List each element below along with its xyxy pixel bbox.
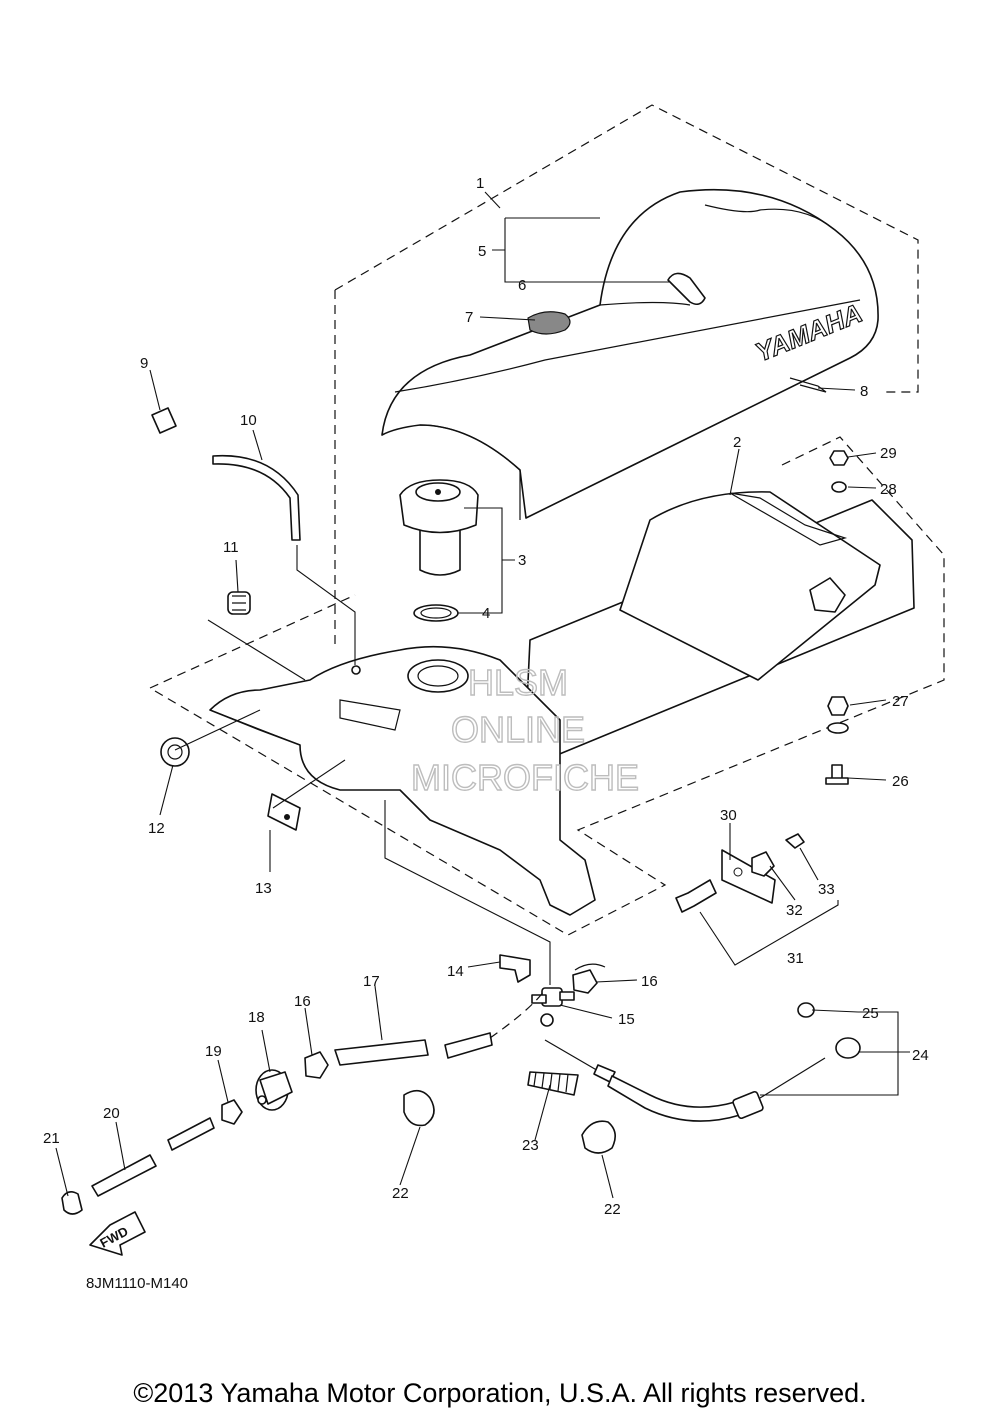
nut-right-ring: [574, 963, 606, 971]
nut-27: [827, 696, 849, 716]
nut-29: [829, 450, 849, 466]
callout-15: 15: [618, 1011, 635, 1028]
callout-5: 5: [478, 243, 486, 260]
callout-10: 10: [240, 412, 257, 429]
cable-nut: [797, 1002, 815, 1018]
band-clip-left: [403, 1089, 435, 1127]
screw-33: [785, 833, 805, 849]
callout-32: 32: [786, 902, 803, 919]
callout-33: 33: [818, 881, 835, 898]
callout-14: 14: [447, 963, 464, 980]
seat-base: [524, 491, 915, 761]
callout-28: 28: [880, 481, 897, 498]
sponge: [527, 311, 571, 335]
callout-4: 4: [482, 605, 490, 622]
nut-left: [304, 1051, 329, 1079]
fuel-hose-dashed: [489, 989, 546, 1039]
callout-22a: 22: [392, 1185, 409, 1202]
callout-12: 12: [148, 820, 165, 837]
washer-28: [831, 481, 847, 493]
grab-strap: [667, 272, 706, 306]
callout-2: 2: [733, 434, 741, 451]
callout-13: 13: [255, 880, 272, 897]
small-cap: [151, 407, 177, 434]
callout-30: 30: [720, 807, 737, 824]
callout-11: 11: [223, 539, 239, 556]
callout-21: 21: [43, 1130, 60, 1147]
fuel-valve: [531, 987, 575, 1027]
hose-clamp: [61, 1190, 83, 1215]
callout-29: 29: [880, 445, 897, 462]
spring: [527, 1071, 579, 1096]
watermark-line-1: HLSM: [468, 662, 568, 703]
inlet-hose-b: [167, 1117, 215, 1151]
caution-label: [267, 793, 301, 831]
choke-cable: [544, 1037, 861, 1122]
seat-clip: [789, 377, 827, 393]
fuel-hose-b: [444, 1032, 493, 1059]
sensor: [675, 879, 717, 913]
washer-27: [827, 722, 849, 734]
callout-16b: 16: [294, 993, 311, 1010]
callout-16a: 16: [641, 973, 658, 990]
grommet-32: [751, 851, 775, 877]
callout-6: 6: [518, 277, 526, 294]
callout-1: 1: [476, 175, 484, 192]
copyright-notice: ©2013 Yamaha Motor Corporation, U.S.A. A…: [133, 1378, 867, 1408]
callouts: 1 2 3 4 5 6 7 8 9 10 11 12 13 14 15 16 1…: [43, 175, 929, 1218]
seat-cushion: [381, 188, 879, 520]
drain-plug: [227, 591, 251, 615]
callout-19: 19: [205, 1043, 222, 1060]
fuel-hose: [334, 1039, 429, 1066]
fwd-arrow: [89, 1211, 146, 1256]
vent-fitting: [351, 665, 361, 675]
callout-31: 31: [787, 950, 804, 967]
valve-bracket: [499, 954, 531, 983]
callout-7: 7: [465, 309, 473, 326]
grommet: [160, 737, 190, 767]
callout-17: 17: [363, 973, 380, 990]
vent-hose: [212, 454, 301, 541]
callout-24: 24: [912, 1047, 929, 1064]
callout-26: 26: [892, 773, 909, 790]
fuel-tank: [209, 645, 596, 916]
fuel-filter: [255, 1069, 293, 1111]
bolt: [825, 764, 849, 785]
callout-25: 25: [862, 1005, 879, 1022]
band-clip-right: [581, 1120, 616, 1154]
callout-22b: 22: [604, 1201, 621, 1218]
inlet-hose: [91, 1154, 157, 1197]
callout-20: 20: [103, 1105, 120, 1122]
nut-right: [572, 969, 598, 994]
part-code: 8JM1110-M140: [86, 1275, 188, 1292]
callout-8: 8: [860, 383, 868, 400]
callout-27: 27: [892, 693, 909, 710]
callout-9: 9: [140, 355, 148, 372]
callout-23: 23: [522, 1137, 539, 1154]
callout-18: 18: [248, 1009, 265, 1026]
fuel-cap: [399, 479, 479, 576]
watermark-line-3: MICROFICHE: [411, 757, 639, 798]
filter-nut: [221, 1099, 243, 1125]
seat-assembly-boundary: [334, 104, 919, 650]
leader-lines: [55, 191, 910, 1199]
watermark-line-2: ONLINE: [451, 709, 585, 750]
base-assembly-boundary: [149, 436, 945, 936]
callout-3: 3: [518, 552, 526, 569]
